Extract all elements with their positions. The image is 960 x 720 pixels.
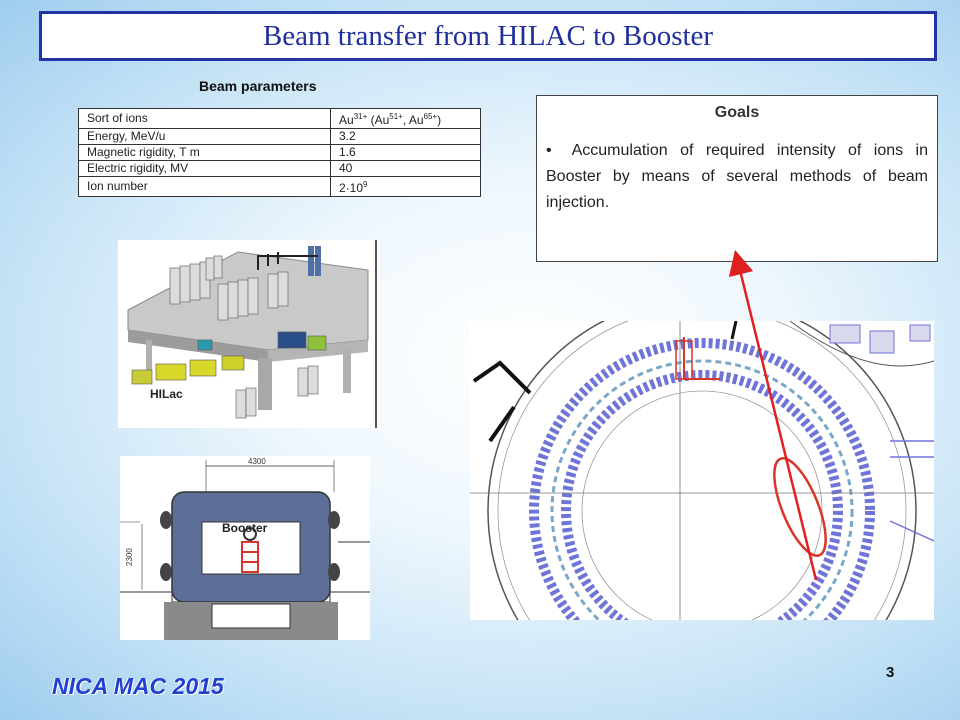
- beam-parameters-table: Sort of ions Au31+ (Au51+, Au65+) Energy…: [78, 108, 481, 197]
- param-value: 40: [330, 160, 481, 177]
- table-row: Sort of ions Au31+ (Au51+, Au65+): [78, 108, 481, 129]
- dimension-height: 2300: [125, 548, 134, 566]
- beam-parameters-caption: Beam parameters: [199, 78, 317, 94]
- param-value: Au31+ (Au51+, Au65+): [330, 108, 481, 129]
- param-name: Electric rigidity, MV: [78, 160, 331, 177]
- bullet-icon: •: [546, 142, 552, 159]
- param-name: Magnetic rigidity, T m: [78, 144, 331, 161]
- slide-title-box: Beam transfer from HILAC to Booster: [39, 11, 937, 61]
- table-row: Electric rigidity, MV 40: [78, 160, 481, 177]
- slide-title: Beam transfer from HILAC to Booster: [262, 19, 714, 52]
- table-row: Magnetic rigidity, T m 1.6: [78, 144, 481, 161]
- param-name: Ion number: [78, 176, 331, 197]
- param-name: Energy, MeV/u: [78, 128, 331, 145]
- goals-title: Goals: [714, 104, 760, 121]
- footer-label: NICA MAC 2015: [52, 673, 224, 699]
- booster-magnet-drawing: 4300 2300 Booster: [120, 456, 370, 640]
- dimension-width: 4300: [248, 457, 266, 466]
- booster-label: Booster: [222, 521, 268, 535]
- table-row: Ion number 2·109: [78, 176, 481, 197]
- param-value: 1.6: [330, 144, 481, 161]
- hilac-building-image: HILac: [118, 240, 380, 428]
- param-value: 3.2: [330, 128, 481, 145]
- param-value: 2·109: [330, 176, 481, 197]
- goals-item: •Accumulation of required intensity of i…: [546, 138, 928, 216]
- goals-text: Accumulation of required intensity of io…: [546, 142, 928, 211]
- param-name: Sort of ions: [78, 108, 331, 129]
- table-row: Energy, MeV/u 3.2: [78, 128, 481, 145]
- pointer-arrow: [728, 249, 818, 581]
- hilac-label: HILac: [150, 387, 183, 401]
- page-number: 3: [886, 664, 895, 681]
- goals-box: Goals •Accumulation of required intensit…: [536, 95, 938, 262]
- booster-ring-plan: [470, 321, 934, 620]
